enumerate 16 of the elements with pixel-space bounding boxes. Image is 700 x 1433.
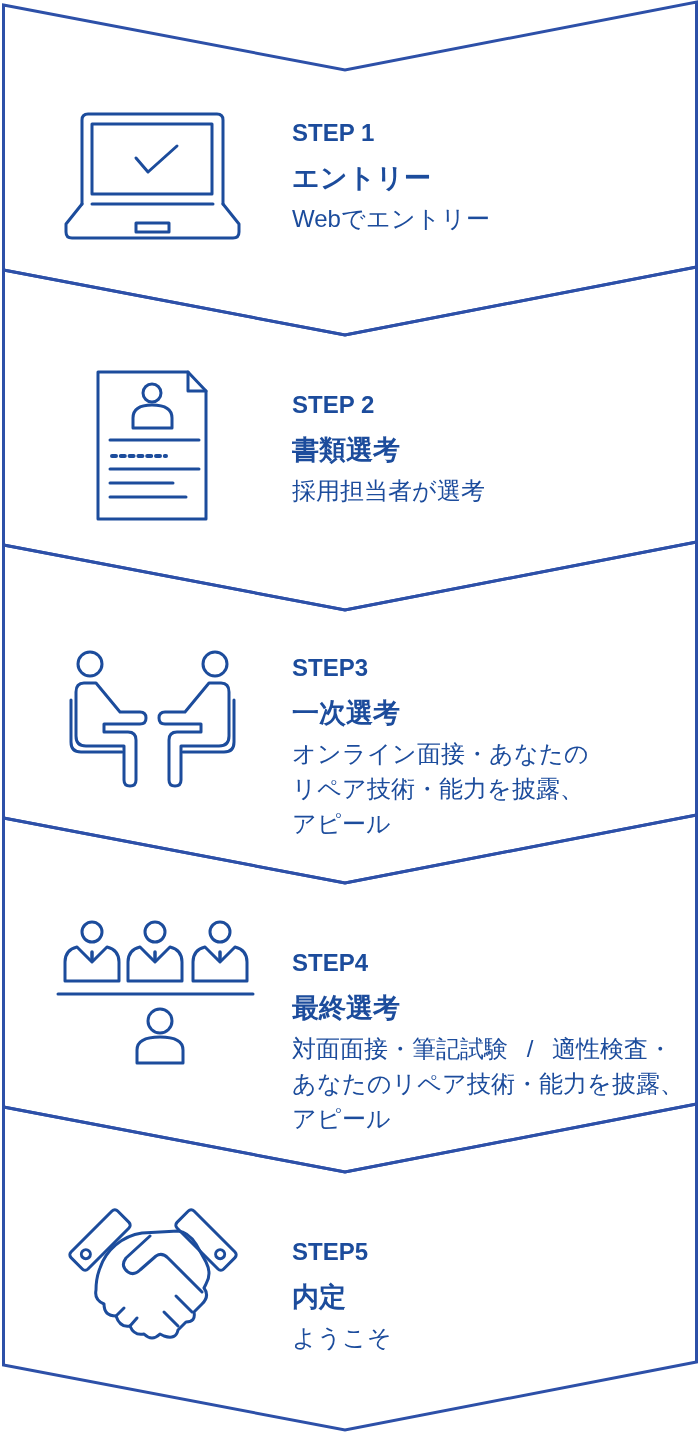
step-description: オンライン面接・あなたのリペア技術・能力を披露、アピール xyxy=(292,739,590,839)
step-label: STEP 2 xyxy=(292,390,375,420)
step-description: 採用担当者が選考 xyxy=(292,476,485,506)
step-description: 対面面接・筆記試験 / 適性検査・あなたのリペア技術・能力を披露、アピール xyxy=(292,1034,685,1134)
step-description: ようこそ xyxy=(292,1323,392,1353)
step-title: 一次選考 xyxy=(292,697,400,730)
step-title: 最終選考 xyxy=(292,992,400,1025)
step-label: STEP4 xyxy=(292,948,369,978)
step-title: エントリー xyxy=(292,162,431,195)
step-label: STEP 1 xyxy=(292,118,375,148)
step-label: STEP5 xyxy=(292,1237,369,1267)
step-title: 書類選考 xyxy=(292,434,400,467)
step-description: Webでエントリー xyxy=(292,204,490,234)
step-title: 内定 xyxy=(292,1281,346,1314)
step-label: STEP3 xyxy=(292,653,369,683)
chevron-band xyxy=(2,1102,698,1432)
